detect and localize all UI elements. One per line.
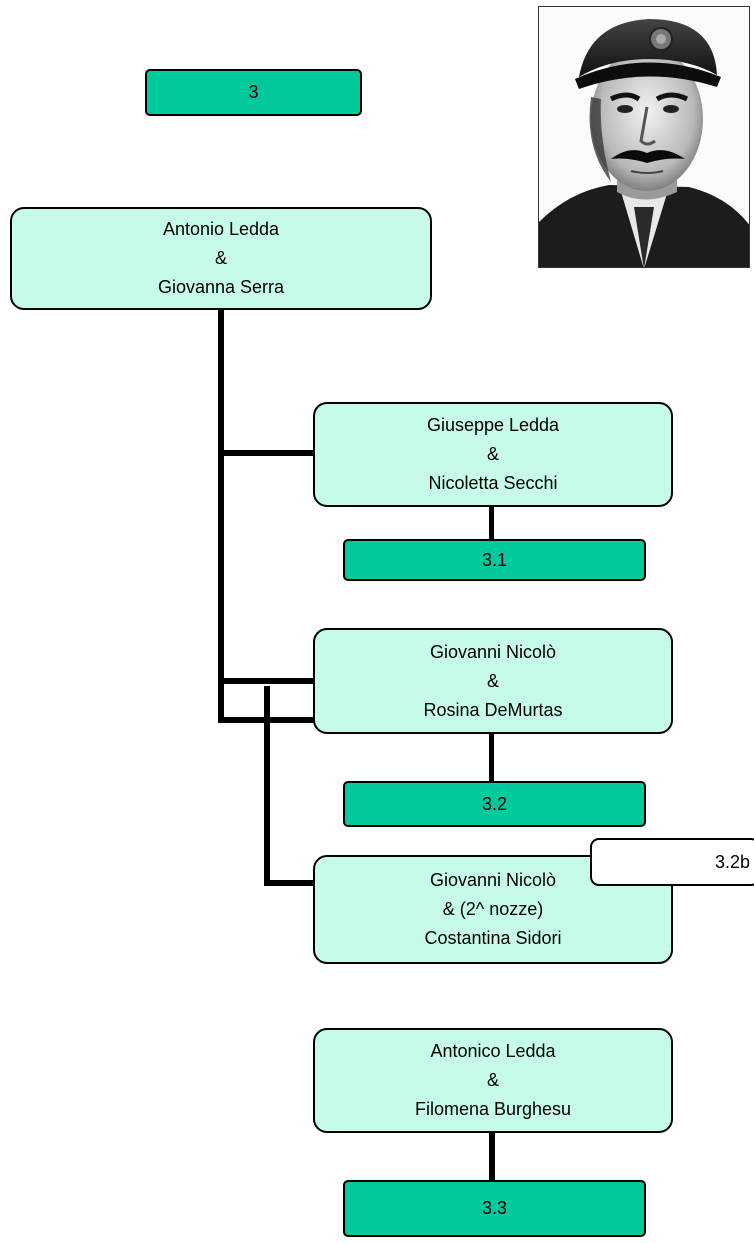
child-couple-box-giuseppe: Giuseppe Ledda & Nicoletta Secchi xyxy=(313,402,673,507)
child-2-husband: Giovanni Nicolò xyxy=(429,641,557,662)
second-marriage-horizontal-line xyxy=(264,880,314,886)
child-3-ampersand: & xyxy=(486,1070,499,1090)
header-code-label: 3 xyxy=(248,82,259,102)
child-1-ampersand: & xyxy=(486,444,499,464)
child-1-wife: Nicoletta Secchi xyxy=(428,473,558,493)
child-2-ampersand: & xyxy=(486,670,499,691)
code-box-3-2: 3.2 xyxy=(343,781,646,827)
stub-line-3-2 xyxy=(489,734,494,781)
root-couple-box: Antonio Ledda & Giovanna Serra xyxy=(10,207,432,310)
child-2-wife: Rosina DeMurtas xyxy=(423,699,563,720)
child-2b-wife: Costantina Sidori xyxy=(424,928,562,948)
trunk-line xyxy=(218,310,224,720)
child-couple-box-giovanni-rosina: Giovanni Nicolò & Rosina DeMurtas xyxy=(313,628,673,734)
tag-3-2b-label: 3.2b xyxy=(714,851,750,872)
root-ampersand: & xyxy=(214,248,227,268)
second-marriage-vertical-line xyxy=(264,686,270,886)
code-3-2-label: 3.2 xyxy=(481,793,508,814)
child-couple-box-antonico: Antonico Ledda & Filomena Burghesu xyxy=(313,1028,673,1133)
code-3-1-label: 3.1 xyxy=(481,549,508,570)
root-wife: Giovanna Serra xyxy=(157,277,285,297)
child-3-wife: Filomena Burghesu xyxy=(414,1099,572,1119)
root-husband: Antonio Ledda xyxy=(162,219,280,239)
portrait-illustration xyxy=(539,7,749,267)
child-2b-husband: Giovanni Nicolò xyxy=(429,870,557,890)
code-box-3-3: 3.3 xyxy=(343,1180,646,1237)
child-1-husband: Giuseppe Ledda xyxy=(426,415,560,435)
header-code-box: 3 xyxy=(145,69,362,116)
tag-box-3-2b: 3.2b xyxy=(590,838,754,886)
branch-line-giovanni-rosina xyxy=(218,678,314,684)
child-3-husband: Antonico Ledda xyxy=(430,1041,556,1061)
child-2b-ampersand: & (2^ nozze) xyxy=(442,899,544,919)
code-3-3-label: 3.3 xyxy=(481,1198,508,1218)
stub-line-3-3 xyxy=(489,1133,495,1181)
branch-line-giuseppe xyxy=(218,450,314,456)
code-box-3-1: 3.1 xyxy=(343,539,646,581)
stub-line-3-1 xyxy=(489,507,494,539)
portrait-photo xyxy=(538,6,750,268)
